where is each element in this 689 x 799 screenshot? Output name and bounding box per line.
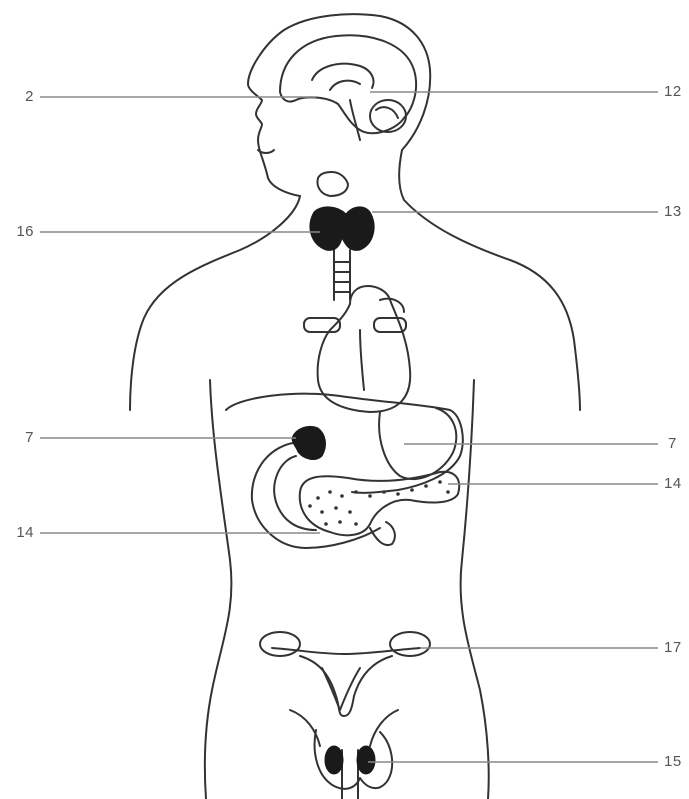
shoulder-left [130,196,300,410]
label-14-left: 14 [4,525,34,541]
label-14-right: 14 [664,476,682,492]
label-13: 13 [664,204,682,220]
larynx [318,172,349,196]
uterus [300,656,392,716]
brain [280,35,416,133]
label-16: 16 [4,224,34,240]
neck-left [268,178,300,196]
torso-right [461,380,489,799]
label-15: 15 [664,754,682,770]
testis-left [325,746,343,774]
pancreas [300,472,459,536]
label-7-right: 7 [668,436,677,452]
thyroid-gland [310,207,374,250]
label-7-left: 7 [4,430,34,446]
torso-left [205,380,232,799]
ovary-right [390,632,430,656]
ovary-left [260,632,300,656]
duodenum [370,522,395,545]
heart [318,286,411,412]
testis-right [357,746,375,774]
label-12: 12 [664,84,682,100]
adrenal-gland [292,426,325,459]
label-2: 2 [4,89,34,105]
label-17: 17 [664,640,682,656]
cerebellum [370,100,406,132]
